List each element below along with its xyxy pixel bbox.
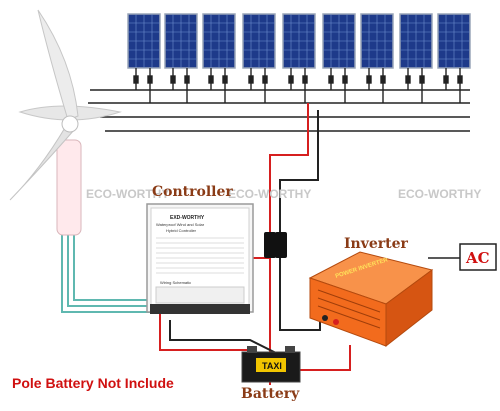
mc4-plug xyxy=(248,75,254,84)
controller-wiring-label: Wiring Schematic xyxy=(160,280,191,285)
battery-brand: TAXI xyxy=(262,361,282,371)
mc4-plug xyxy=(457,75,463,84)
controller-title-1: Waterproof Wind and Solar xyxy=(156,222,205,227)
panel-wiring xyxy=(88,68,470,132)
inverter-label: Inverter xyxy=(344,236,409,252)
mc4-plug xyxy=(288,75,294,84)
controller-brand: EXD-WORTHY xyxy=(170,215,205,221)
wind-turbine xyxy=(9,9,122,236)
mc4-plug xyxy=(302,75,308,84)
mc4-plug xyxy=(419,75,425,84)
mc4-plug xyxy=(366,75,372,84)
mc4-plug xyxy=(328,75,334,84)
controller-title-2: Hybrid Controller xyxy=(166,228,197,233)
watermark-3: ECO-WORTHY xyxy=(398,187,481,201)
battery-device: TAXI xyxy=(241,346,301,383)
mc4-plug xyxy=(133,75,139,84)
mc4-plug xyxy=(443,75,449,84)
mc4-plug xyxy=(170,75,176,84)
mc4-connectors xyxy=(264,232,287,258)
ac-output: AC xyxy=(459,243,497,271)
solar-panel-array xyxy=(127,13,471,69)
mc4-plug xyxy=(147,75,153,84)
mc4-plug xyxy=(380,75,386,84)
pole-battery-note: Pole Battery Not Include xyxy=(12,375,174,391)
controller-label: Controller xyxy=(152,184,233,200)
battery-label: Battery xyxy=(241,386,300,402)
mc4-plug xyxy=(342,75,348,84)
mc4-plug xyxy=(222,75,228,84)
watermark-2: ECO-WORTHY xyxy=(228,187,311,201)
controller-device: EXD-WORTHY Waterproof Wind and Solar Hyb… xyxy=(146,203,254,314)
mc4-plug xyxy=(184,75,190,84)
inverter-device: POWER INVERTER xyxy=(308,251,434,348)
mc4-plug xyxy=(405,75,411,84)
ac-label: AC xyxy=(465,249,490,267)
watermark-1: ECO-WORTHY xyxy=(86,187,169,201)
mc4-plug xyxy=(208,75,214,84)
mc4-plug xyxy=(262,75,268,84)
